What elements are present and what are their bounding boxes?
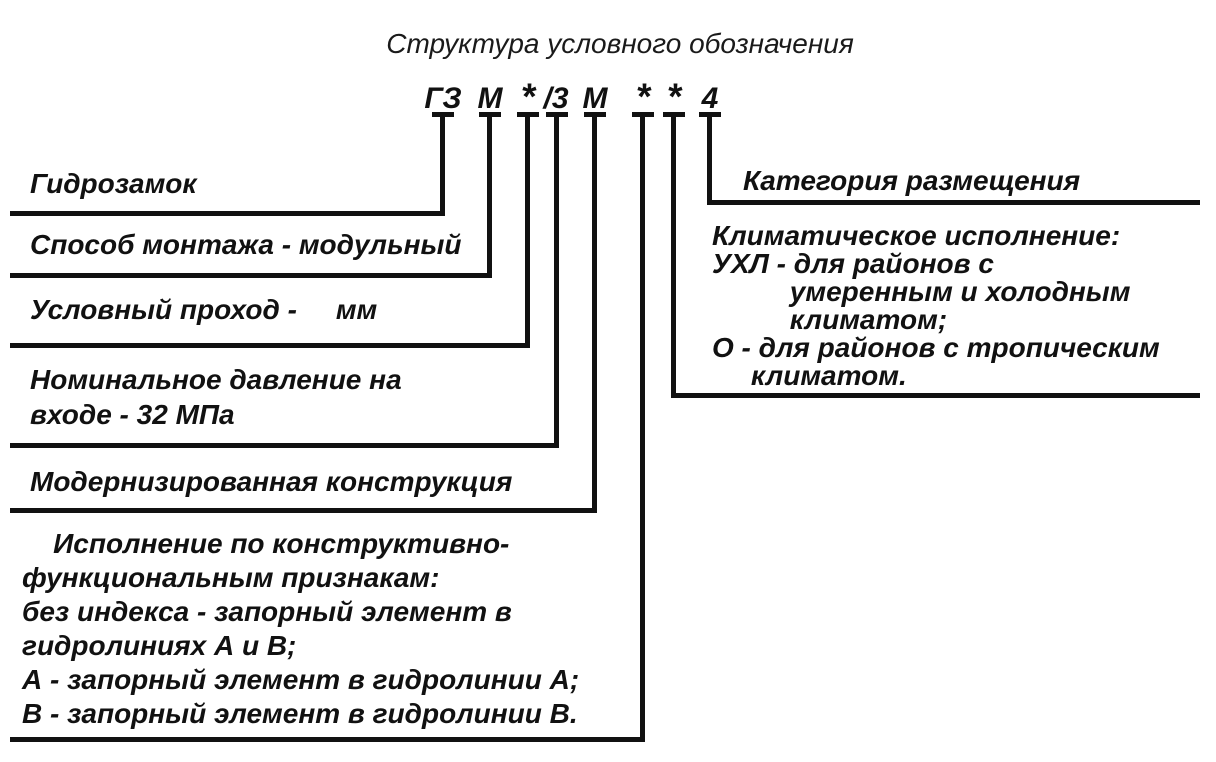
underline-design-variants: [10, 737, 645, 742]
label-placement-category: Категория размещения: [743, 165, 1081, 196]
underline-climatic: [671, 393, 1200, 398]
connector-stem-design-variants: [640, 112, 645, 742]
code-token-m1: М: [477, 82, 503, 115]
underline-placement: [707, 200, 1200, 205]
underline-mounting: [10, 273, 492, 278]
underline-hydrolock: [10, 211, 445, 216]
connector-stem-hydrolock: [440, 112, 445, 216]
underline-pressure: [10, 443, 559, 448]
code-token-m2: М: [582, 82, 608, 115]
label-modernized: Модернизированная конструкция: [30, 466, 513, 497]
code-token-gz: ГЗ: [424, 82, 462, 115]
connector-stem-bore: [525, 112, 530, 348]
connector-stem-climatic: [671, 112, 676, 398]
connector-stem-mounting: [487, 112, 492, 278]
connector-stem-pressure: [554, 112, 559, 448]
code-token-star3: *: [666, 76, 682, 117]
connector-stem-modernized: [592, 112, 597, 513]
underline-modernized: [10, 508, 597, 513]
diagram-title: Структура условного обозначения: [386, 28, 854, 59]
code-token-star1: *: [520, 76, 536, 117]
code-token-star2: *: [635, 76, 651, 117]
code-token-4: 4: [701, 82, 719, 115]
label-climatic: Климатическое исполнение: УХЛ - для райо…: [712, 220, 1160, 391]
connector-stem-placement: [707, 112, 712, 205]
label-pressure: Номинальное давление на входе - 32 МПа: [30, 364, 402, 430]
code-token-slash3: /3: [543, 82, 569, 115]
label-bore: Условный проход - мм: [30, 294, 378, 325]
label-hydrolock: Гидрозамок: [30, 168, 197, 199]
label-design-variants: Исполнение по конструктивно- функциональ…: [22, 528, 580, 729]
label-mounting: Способ монтажа - модульный: [30, 229, 462, 260]
underline-bore: [10, 343, 530, 348]
